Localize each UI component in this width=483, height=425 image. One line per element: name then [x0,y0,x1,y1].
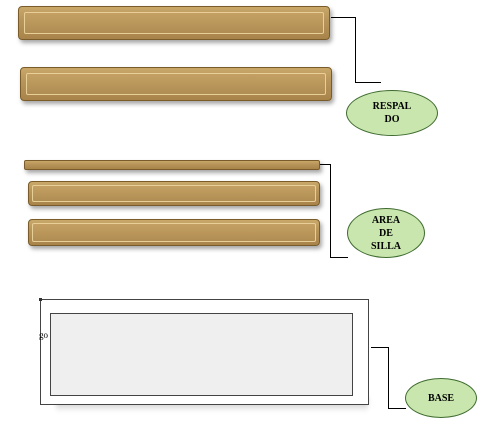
backrest-label: RESPAL DO [346,90,438,136]
backrest-plank-top-bevel [24,12,324,34]
base-connector-tail [388,408,406,409]
backrest-plank-bottom [20,67,332,101]
seat-connector-tail [330,257,348,258]
seat-plank-middle-bevel [32,185,316,202]
base-corner-handle [39,298,42,301]
backrest-plank-bottom-bevel [26,73,326,95]
seat-plank-bottom-bevel [32,223,316,242]
backrest-connector-tail [355,82,381,83]
backrest-plank-top [18,6,330,40]
seat-area-label: AREA DE SILLA [347,208,425,258]
seat-plank-thin [24,160,320,170]
backrest-connector [331,17,356,83]
base-label: BASE [405,378,477,418]
base-mark-text: go [39,330,48,340]
base-connector [371,347,389,409]
seat-plank-middle [28,181,320,206]
seat-plank-bottom [28,219,320,246]
seat-connector [320,164,331,258]
base-inner-panel [50,313,353,396]
